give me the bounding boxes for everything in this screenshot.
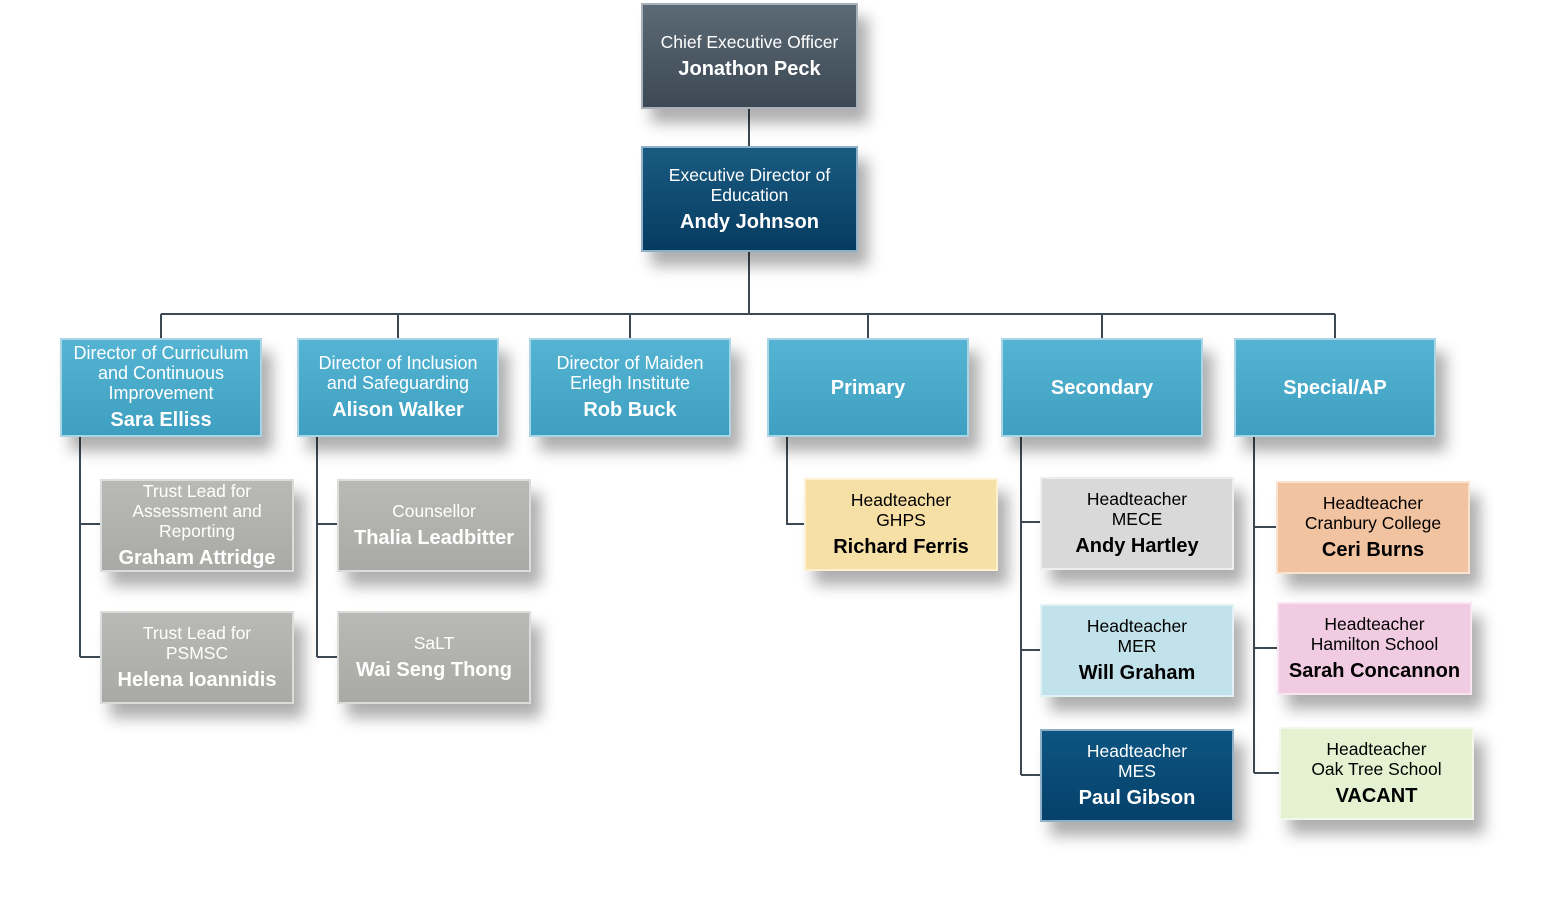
headteacher-cranbury-box: Headteacher Cranbury College Ceri Burns bbox=[1276, 481, 1470, 574]
headteacher-name: Will Graham bbox=[1078, 662, 1196, 684]
connector-inclusion-children bbox=[316, 437, 338, 658]
headteacher-role: Headteacher Oak Tree School bbox=[1311, 739, 1442, 779]
trust-lead-psmsc-box: Trust Lead for PSMSC Helena Ioannidis bbox=[100, 611, 294, 704]
headteacher-mer-box: Headteacher MER Will Graham bbox=[1040, 604, 1234, 697]
headteacher-mes-box: Headteacher MES Paul Gibson bbox=[1040, 729, 1234, 822]
category-primary-box: Primary bbox=[767, 338, 969, 437]
headteacher-role: Headteacher Cranbury College bbox=[1304, 493, 1442, 533]
director-institute-box: Director of Maiden Erlegh Institute Rob … bbox=[529, 338, 731, 437]
counsellor-box: Counsellor Thalia Leadbitter bbox=[337, 479, 531, 572]
headteacher-name: Andy Hartley bbox=[1075, 535, 1199, 557]
exec-director-box: Executive Director of Education Andy Joh… bbox=[641, 146, 858, 252]
staff-name: Thalia Leadbitter bbox=[353, 527, 515, 549]
director-role: Director of Maiden Erlegh Institute bbox=[556, 353, 704, 393]
headteacher-name: Richard Ferris bbox=[833, 536, 969, 558]
category-label: Secondary bbox=[1050, 376, 1154, 399]
connector-curriculum-children bbox=[79, 437, 101, 658]
ceo-role: Chief Executive Officer bbox=[660, 31, 839, 52]
headteacher-mece-box: Headteacher MECE Andy Hartley bbox=[1040, 477, 1234, 570]
headteacher-name: Sarah Concannon bbox=[1288, 660, 1461, 682]
headteacher-name: Ceri Burns bbox=[1321, 539, 1425, 561]
staff-role: Trust Lead for PSMSC bbox=[142, 623, 252, 663]
headteacher-hamilton-box: Headteacher Hamilton School Sarah Concan… bbox=[1277, 602, 1472, 695]
category-special-box: Special/AP bbox=[1234, 338, 1436, 437]
director-curriculum-box: Director of Curriculum and Continuous Im… bbox=[60, 338, 262, 437]
headteacher-role: Headteacher MECE bbox=[1086, 489, 1188, 529]
connector-primary-children bbox=[786, 437, 805, 525]
connector-secondary-children bbox=[1020, 437, 1042, 776]
category-label: Special/AP bbox=[1283, 376, 1387, 399]
director-role: Director of Curriculum and Continuous Im… bbox=[73, 343, 249, 403]
staff-role: Counsellor bbox=[392, 501, 476, 521]
ceo-box: Chief Executive Officer Jonathon Peck bbox=[641, 3, 858, 109]
director-name: Alison Walker bbox=[332, 399, 464, 421]
headteacher-role: Headteacher MES bbox=[1086, 741, 1188, 781]
headteacher-ghps-box: Headteacher GHPS Richard Ferris bbox=[804, 478, 998, 571]
director-name: Sara Elliss bbox=[110, 409, 212, 431]
headteacher-role: Headteacher MER bbox=[1086, 616, 1188, 656]
headteacher-role: Headteacher Hamilton School bbox=[1310, 614, 1439, 654]
staff-role: Trust Lead for Assessment and Reporting bbox=[132, 481, 262, 541]
headteacher-name: VACANT bbox=[1335, 785, 1418, 807]
headteacher-oak-tree-box: Headteacher Oak Tree School VACANT bbox=[1279, 727, 1474, 820]
staff-role: SaLT bbox=[413, 633, 455, 653]
category-secondary-box: Secondary bbox=[1001, 338, 1203, 437]
salt-box: SaLT Wai Seng Thong bbox=[337, 611, 531, 704]
staff-name: Graham Attridge bbox=[118, 547, 276, 569]
staff-name: Helena Ioannidis bbox=[117, 669, 277, 691]
connector-special-children bbox=[1253, 437, 1280, 774]
exec-director-name: Andy Johnson bbox=[680, 210, 819, 233]
exec-director-role: Executive Director of Education bbox=[668, 164, 831, 205]
headteacher-name: Paul Gibson bbox=[1078, 787, 1196, 809]
director-role: Director of Inclusion and Safeguarding bbox=[318, 353, 478, 393]
category-label: Primary bbox=[830, 376, 906, 399]
staff-name: Wai Seng Thong bbox=[356, 659, 512, 681]
ceo-name: Jonathon Peck bbox=[678, 57, 821, 80]
director-inclusion-box: Director of Inclusion and Safeguarding A… bbox=[297, 338, 499, 437]
director-name: Rob Buck bbox=[583, 399, 677, 421]
headteacher-role: Headteacher GHPS bbox=[850, 490, 952, 530]
trust-lead-assessment-box: Trust Lead for Assessment and Reporting … bbox=[100, 479, 294, 572]
